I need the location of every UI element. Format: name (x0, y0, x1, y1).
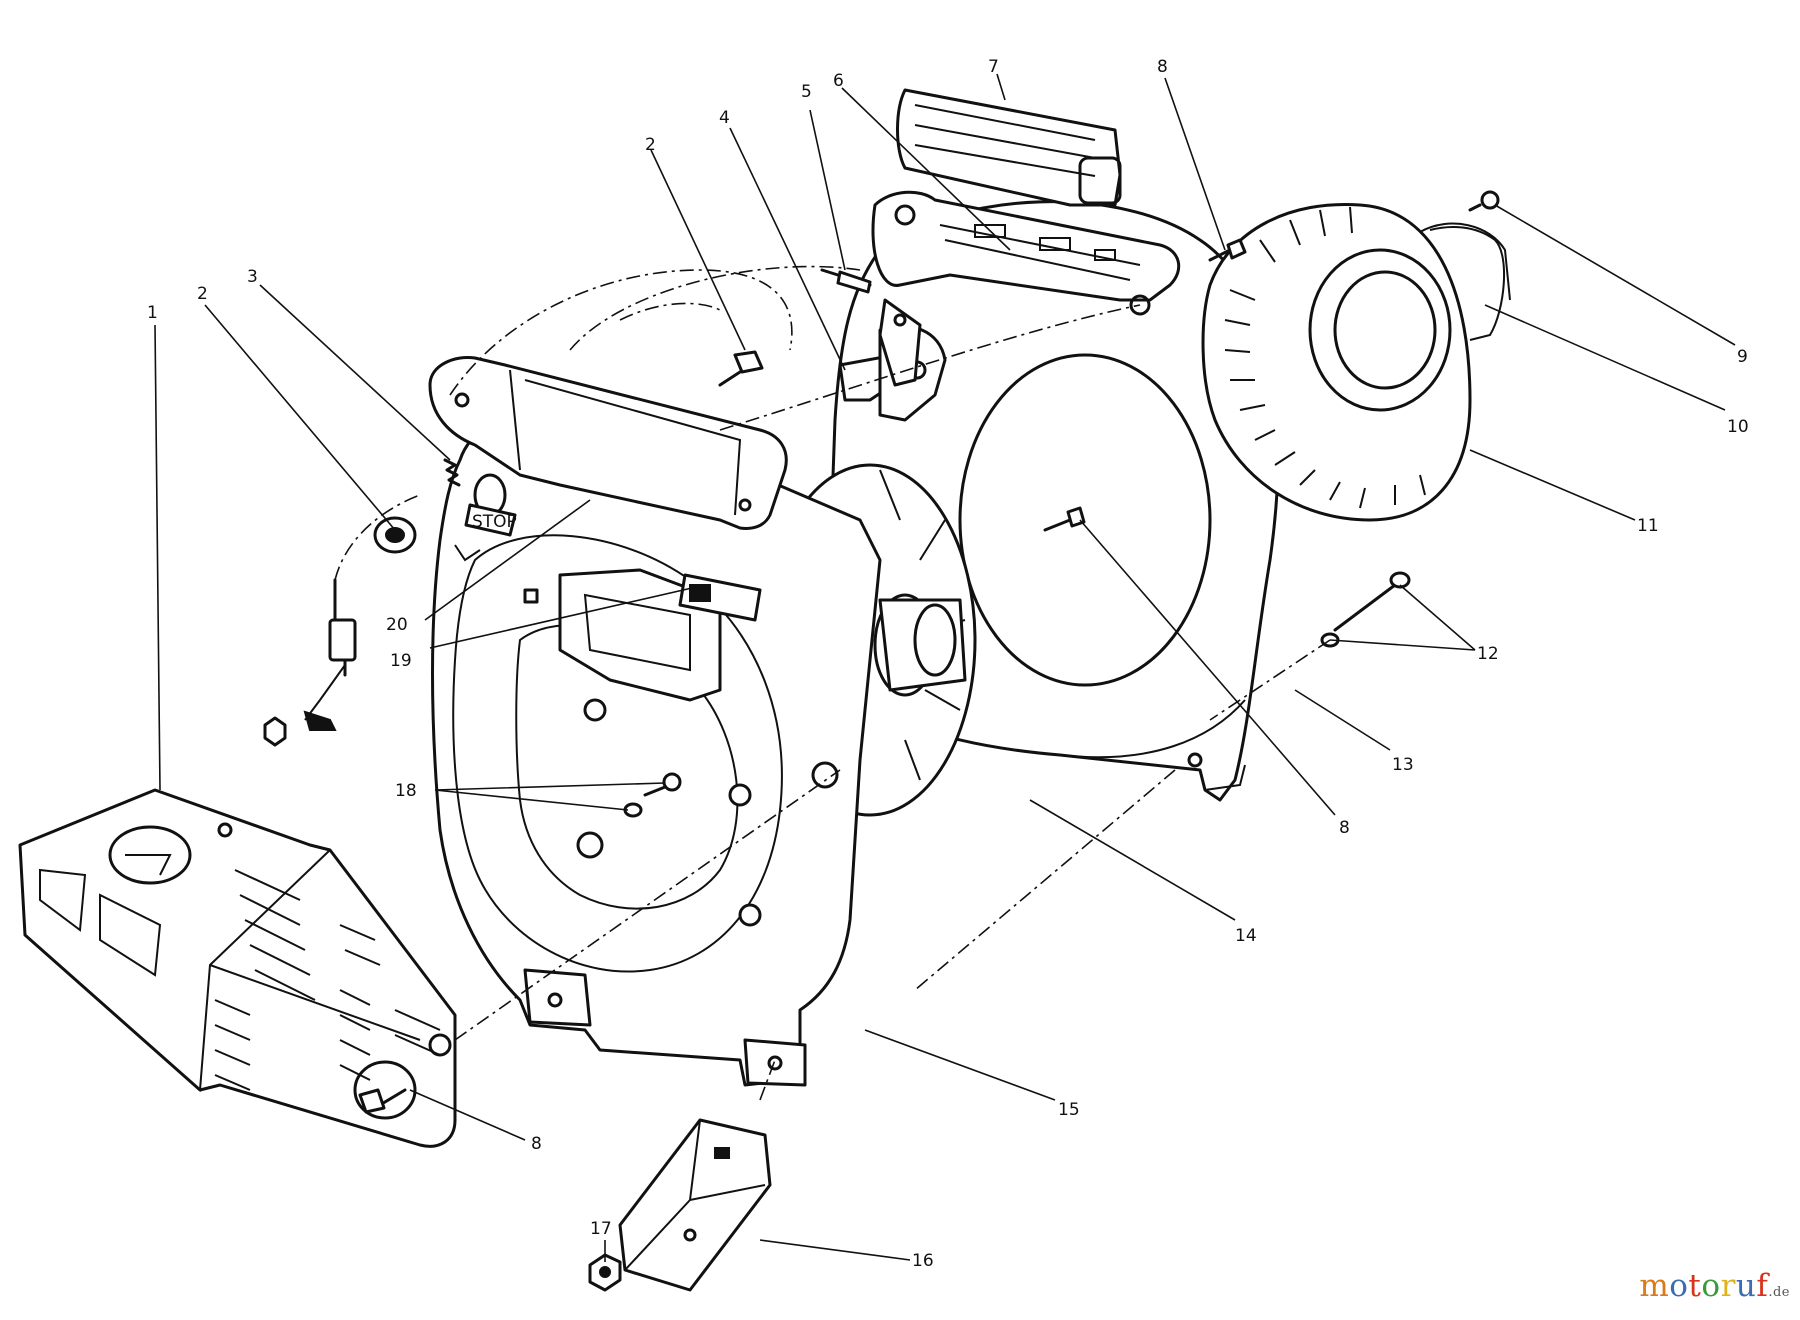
spark-plug-terminal (263, 578, 357, 747)
callout-19: 19 (390, 651, 412, 671)
callout-12: 12 (1477, 644, 1499, 664)
callout-8b: 8 (1339, 818, 1350, 838)
callout-17: 17 (590, 1219, 612, 1239)
recoil-starter (1201, 202, 1511, 522)
callout-numbers: 1 2 2 3 4 5 6 7 8 8 8 9 10 11 12 13 14 1… (147, 57, 1749, 1271)
screw-washer (623, 772, 682, 818)
engine-cover (18, 788, 457, 1148)
callout-2b: 2 (645, 135, 656, 155)
long-bolt (1320, 571, 1411, 648)
cable-end (820, 268, 872, 294)
handle-grip (896, 88, 1122, 207)
watermark-letter: m (1639, 1268, 1670, 1304)
screw-lower (358, 1088, 407, 1114)
stop-decal: STOP (454, 503, 517, 562)
watermark-letter: o (1669, 1268, 1689, 1304)
watermark-letter: t (1688, 1268, 1702, 1304)
callout-13: 13 (1392, 755, 1414, 775)
grommet-right (718, 350, 764, 387)
grommet-left (373, 516, 417, 554)
callout-10: 10 (1727, 417, 1749, 437)
assembly-lines (334, 265, 1331, 1101)
watermark-letter: r (1720, 1268, 1736, 1304)
callout-7: 7 (988, 57, 999, 77)
callout-1: 1 (147, 303, 158, 323)
callout-20: 20 (386, 615, 408, 635)
screw-middle (1043, 506, 1086, 532)
callout-8c: 8 (531, 1134, 542, 1154)
callout-9: 9 (1737, 347, 1748, 367)
leader-lines (154, 73, 1736, 1262)
housing-front (431, 417, 882, 1087)
callout-6: 6 (833, 71, 844, 91)
motoruf-watermark-logo: motoruf.de (1639, 1268, 1790, 1304)
callout-2a: 2 (197, 284, 208, 304)
lever (878, 298, 922, 387)
stop-decal-text: STOP (472, 512, 517, 532)
watermark-letter: u (1735, 1268, 1757, 1304)
screw-small (1468, 190, 1500, 212)
foot-wedge (618, 1118, 772, 1292)
rear-handle-bracket (871, 190, 1181, 316)
small-square-part (523, 588, 539, 604)
callout-15: 15 (1058, 1100, 1080, 1120)
watermark-letter: o (1701, 1268, 1721, 1304)
callout-5: 5 (801, 82, 812, 102)
watermark-letter: f (1756, 1268, 1769, 1304)
starter-pulley (1429, 226, 1505, 341)
callout-16: 16 (912, 1251, 934, 1271)
front-handle-bar (428, 355, 788, 530)
callout-14: 14 (1235, 926, 1257, 946)
watermark-suffix: .de (1768, 1285, 1790, 1300)
callout-3: 3 (247, 267, 258, 287)
callout-8a: 8 (1157, 57, 1168, 77)
callout-4: 4 (719, 108, 730, 128)
callout-11: 11 (1637, 516, 1659, 536)
callout-18: 18 (395, 781, 417, 801)
screw-top (1208, 238, 1247, 262)
